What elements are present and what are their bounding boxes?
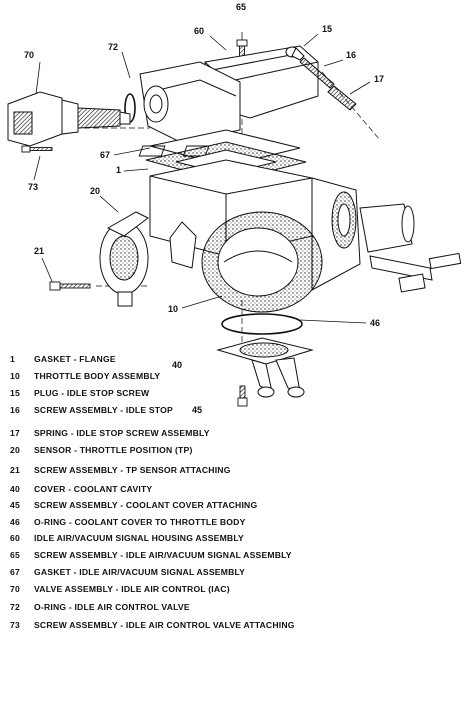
callout-46: 46 <box>370 318 381 328</box>
oring-46 <box>221 313 303 335</box>
legend-number: 67 <box>10 567 20 577</box>
legend-description: GASKET - IDLE AIR/VACUUM SIGNAL ASSEMBLY <box>34 567 246 577</box>
legend-number: 65 <box>10 550 20 560</box>
legend-number: 46 <box>10 517 20 527</box>
screw-16 <box>299 57 335 89</box>
callout-45: 45 <box>192 405 203 415</box>
callout-73: 73 <box>28 182 39 192</box>
callout-70: 70 <box>24 50 35 60</box>
legend-number: 16 <box>10 405 20 415</box>
legend-number: 1 <box>10 354 15 364</box>
callout-60: 60 <box>194 26 205 36</box>
legend-number: 60 <box>10 533 20 543</box>
callout-20: 20 <box>90 186 101 196</box>
callout-10: 10 <box>168 304 179 314</box>
throttle-body-exploded-diagram <box>7 32 462 350</box>
legend-description: SCREW ASSEMBLY - COOLANT COVER ATTACHING <box>34 500 258 510</box>
legend-description: THROTTLE BODY ASSEMBLY <box>34 371 161 381</box>
callout-17: 17 <box>374 74 385 84</box>
legend-description: SCREW ASSEMBLY - IDLE AIR/VACUUM SIGNAL … <box>34 550 292 560</box>
legend-number: 73 <box>10 620 20 630</box>
legend-description: O-RING - COOLANT COVER TO THROTTLE BODY <box>34 517 246 527</box>
callout-40: 40 <box>172 360 183 370</box>
legend-description: VALVE ASSEMBLY - IDLE AIR CONTROL (IAC) <box>34 584 230 594</box>
callout-72: 72 <box>108 42 119 52</box>
leader-lines <box>33 32 371 324</box>
callout-67: 67 <box>100 150 111 160</box>
callout-15: 15 <box>322 24 333 34</box>
throttle-body-10 <box>149 159 462 313</box>
callout-16: 16 <box>346 50 357 60</box>
callout-1: 1 <box>116 165 122 175</box>
legend-number: 40 <box>10 484 20 494</box>
tp-sensor-20 <box>99 211 149 307</box>
idle-air-manifold <box>139 61 241 143</box>
legend-description: SCREW ASSEMBLY - TP SENSOR ATTACHING <box>34 465 231 475</box>
legend-description: SPRING - IDLE STOP SCREW ASSEMBLY <box>34 428 210 438</box>
legend-description: COVER - COOLANT CAVITY <box>34 484 153 494</box>
legend-description: SCREW ASSEMBLY - IDLE AIR CONTROL VALVE … <box>34 620 295 630</box>
callout-65: 65 <box>236 2 247 12</box>
legend-description: PLUG - IDLE STOP SCREW <box>34 388 150 398</box>
coolant-cover-40 <box>216 337 314 398</box>
plug-15 <box>285 46 305 61</box>
legend-description: O-RING - IDLE AIR CONTROL VALVE <box>34 602 190 612</box>
iac-valve-70 <box>7 91 131 147</box>
legend-number: 17 <box>10 428 20 438</box>
legend-number: 45 <box>10 500 20 510</box>
legend-number: 72 <box>10 602 20 612</box>
legend-number: 21 <box>10 465 20 475</box>
spring-17 <box>327 85 357 111</box>
legend-description: SENSOR - THROTTLE POSITION (TP) <box>34 445 193 455</box>
legend-description: IDLE AIR/VACUUM SIGNAL HOUSING ASSEMBLY <box>34 533 244 543</box>
screw-21 <box>49 281 91 291</box>
legend-number: 70 <box>10 584 20 594</box>
legend-description: GASKET - FLANGE <box>34 354 116 364</box>
callout-21: 21 <box>34 246 45 256</box>
legend-number: 20 <box>10 445 20 455</box>
screw-73 <box>21 145 53 153</box>
legend-description: SCREW ASSEMBLY - IDLE STOP <box>34 405 173 415</box>
coolant-cover-diagram <box>216 337 314 407</box>
legend-number: 15 <box>10 388 20 398</box>
screw-45 <box>237 385 248 407</box>
legend-number: 10 <box>10 371 20 381</box>
